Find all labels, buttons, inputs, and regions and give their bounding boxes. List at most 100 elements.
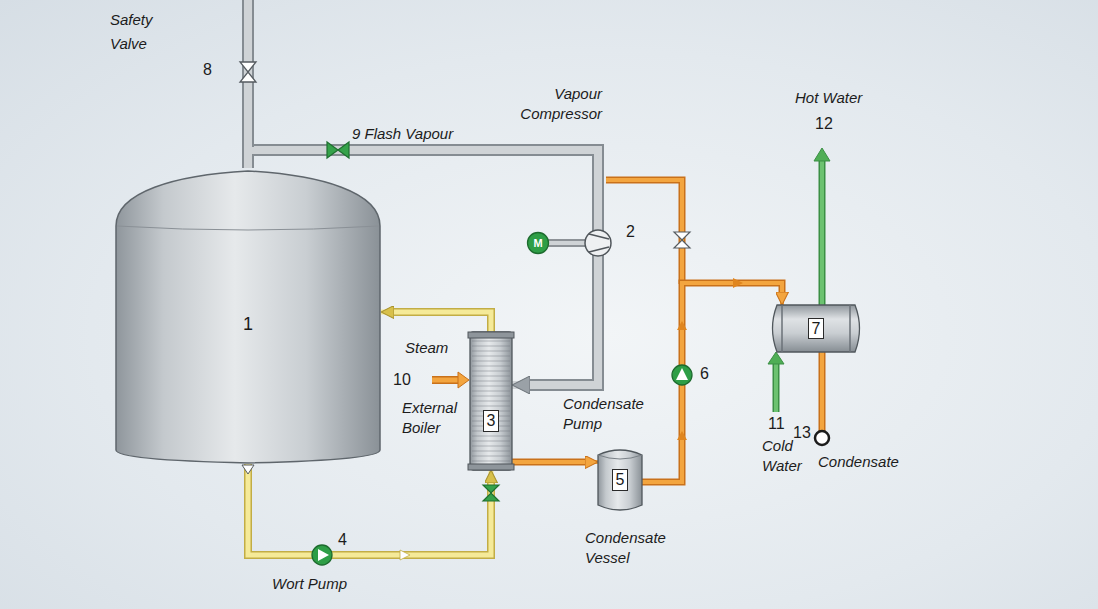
water-pipe-outline [819, 160, 826, 305]
pipe-outline [642, 283, 782, 482]
kettle-body [116, 171, 380, 463]
tube-line [472, 461, 510, 462]
boiler-flange [468, 464, 514, 470]
external-boiler: 3 [470, 332, 512, 470]
steam-pipe [432, 378, 460, 383]
exchanger-body [773, 305, 860, 352]
pump-symbol [318, 549, 329, 561]
callout-number: 7 [808, 318, 825, 339]
pipe-connector [642, 283, 782, 482]
callout-number: 13 [793, 423, 811, 443]
part-label: Condensate [818, 452, 899, 472]
part-label: Condensate Pump [563, 394, 649, 434]
drive-shaft [548, 241, 586, 245]
kettle-vessel: 1 [115, 168, 381, 464]
tube-line [472, 456, 510, 457]
flow-mark [677, 321, 687, 330]
motor-symbol [528, 233, 549, 254]
boiler-shell [470, 332, 512, 470]
callout-number: 5 [612, 469, 629, 490]
pipe-run [381, 312, 491, 332]
part-label: Cold Water [762, 436, 816, 476]
tube-line [472, 451, 510, 452]
pipe-connector [512, 460, 598, 464]
part-label: 9 Flash Vapour [352, 124, 453, 144]
boiler-flange [468, 332, 514, 338]
part-label: External Boiler [402, 398, 466, 438]
condensate-pipe [820, 352, 824, 431]
steam-pipe-outline [432, 376, 460, 384]
flow-mark [677, 431, 687, 440]
outlet-ring [815, 431, 829, 445]
text-group: 1 [243, 314, 253, 336]
callout-number: 6 [700, 364, 709, 384]
tube-line [472, 341, 510, 342]
tube-line [472, 406, 510, 407]
tube-line [472, 346, 510, 347]
callout-number: 4 [338, 530, 347, 550]
compressor-symbol [589, 234, 609, 252]
part-label: Condensate Vessel [585, 528, 681, 568]
callout-number: 1 [243, 314, 253, 336]
pipe-outline [391, 312, 491, 332]
pump-symbol [672, 365, 692, 385]
part-label: Hot Water [795, 88, 862, 108]
steam-arrowhead [458, 372, 469, 388]
tube-line [472, 401, 510, 402]
pipe-outline [248, 464, 491, 555]
callout-number: 10 [393, 370, 411, 390]
pipe-connector [248, 464, 491, 555]
water-pipe [820, 160, 824, 305]
compressor-symbol [585, 230, 611, 256]
text-group: 3 [483, 410, 500, 431]
tube-line [472, 381, 510, 382]
water-arrowhead [814, 148, 830, 161]
condensate-pipe-outline [819, 352, 826, 431]
exchanger-flange [782, 305, 850, 352]
text-group: 7 [808, 318, 825, 339]
outlet-symbol [242, 465, 254, 474]
pipe-run [512, 462, 598, 463]
callout-number: 2 [626, 222, 635, 242]
tube-line [472, 441, 510, 442]
pump-symbol [312, 545, 332, 565]
pump-symbol [676, 368, 688, 380]
tube-line [472, 351, 510, 352]
safety-valve-symbol [240, 62, 256, 82]
tube-line [472, 396, 510, 397]
pipe-connector [381, 312, 491, 332]
motor-letter: M [533, 238, 542, 249]
tube-line [472, 371, 510, 372]
callout-number: 12 [815, 114, 833, 134]
flow-mark [733, 278, 743, 288]
heat-exchanger: 7 [770, 305, 862, 352]
part-label: Safety Valve [110, 8, 168, 56]
tube-line [472, 436, 510, 437]
vessel-rim [598, 455, 642, 459]
callout-number: 8 [203, 60, 212, 80]
tube-line [472, 356, 510, 357]
vessel-body [598, 450, 642, 510]
shape-outline [470, 332, 512, 470]
tube-line [472, 386, 510, 387]
part-label: Wort Pump [272, 574, 347, 594]
callout-number: 11 [768, 414, 785, 434]
callout-number: 3 [483, 410, 500, 431]
condensate-pipe-outline [606, 180, 682, 284]
valve-symbol [674, 232, 690, 248]
tube-line [472, 391, 510, 392]
pipe-run [248, 464, 491, 555]
condensate-vessel: 5 [598, 448, 642, 512]
valve-symbol [327, 142, 349, 158]
valve-symbol [483, 485, 499, 501]
water-arrowhead [768, 352, 784, 364]
water-pipe [774, 362, 778, 412]
text-group: 5 [612, 469, 629, 490]
tube-line [472, 366, 510, 367]
condensate-pipe [606, 180, 682, 284]
pipe-run [642, 283, 782, 482]
flow-mark [400, 550, 410, 560]
kettle-seam [117, 226, 379, 230]
